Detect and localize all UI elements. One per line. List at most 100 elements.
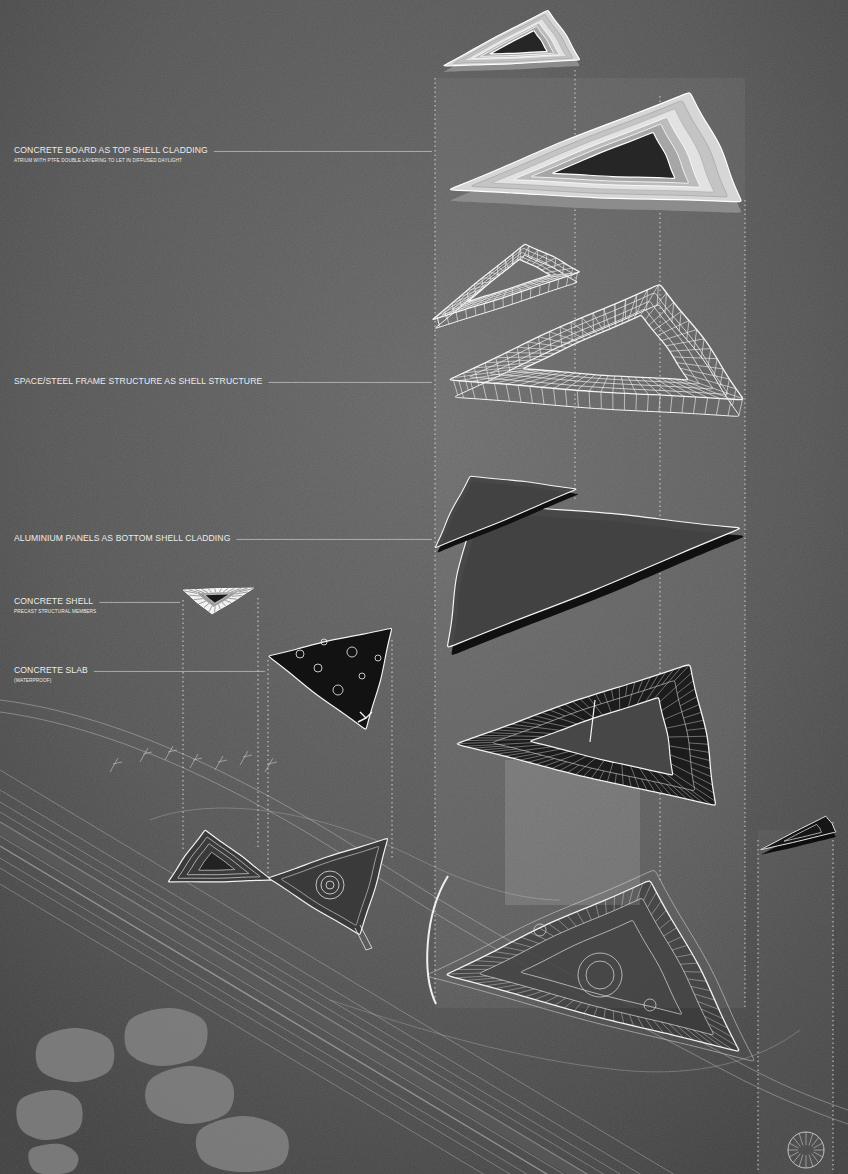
core-wall: [590, 700, 595, 742]
room-wall: [488, 749, 517, 752]
slab-opening: [359, 673, 365, 679]
precast-member: [204, 604, 209, 608]
room-wall: [672, 773, 694, 788]
frame-member: [680, 368, 729, 379]
frame-member: [467, 285, 487, 290]
frame-member: [601, 376, 608, 392]
plan-core: [199, 852, 235, 870]
room-wall: [632, 682, 635, 694]
room-wall: [480, 735, 511, 737]
frame-member: [659, 395, 660, 412]
room-wall: [583, 768, 591, 776]
room-wall: [575, 767, 585, 775]
slab-opening: [296, 650, 304, 658]
neighbour-building: [16, 1090, 82, 1140]
room-wall: [644, 677, 651, 690]
room-wall: [561, 754, 579, 761]
frame-member: [490, 272, 500, 275]
frame-member: [474, 284, 475, 294]
leader-lines: [94, 151, 432, 671]
frame-member: [554, 388, 556, 405]
frame-member: [493, 301, 495, 310]
room-wall: [536, 749, 561, 754]
precast-member: [235, 592, 248, 594]
frame-ring: [443, 249, 572, 315]
slab-stair: [358, 712, 372, 722]
frame-member: [634, 290, 647, 319]
callout-label: ALUMINIUM PANELS AS BOTTOM SHELL CLADDIN…: [14, 534, 230, 544]
frame-member: [563, 263, 565, 273]
frame-member: [471, 370, 536, 382]
frame-member: [661, 378, 696, 397]
frame-ring: [470, 293, 727, 394]
frame-member: [506, 371, 555, 384]
precast-member: [219, 589, 221, 593]
aluminium-panel-layer: [436, 476, 744, 655]
frame-member: [649, 302, 674, 325]
room-wall: [704, 1016, 727, 1028]
frame-member: [518, 385, 521, 402]
precast-member: [209, 606, 212, 612]
room-wall: [598, 760, 605, 769]
cladding-ring: [450, 93, 741, 202]
frame-member: [635, 394, 637, 411]
room-wall: [657, 772, 672, 786]
aluminium-panel: [436, 476, 576, 547]
frame-member: [538, 337, 540, 356]
shell-ring: [197, 592, 239, 607]
frame-member: [593, 313, 604, 331]
frame-member: [530, 372, 568, 386]
room-wall: [679, 689, 695, 700]
room-wall: [661, 700, 678, 711]
precast-member: [194, 598, 203, 600]
frame-member: [615, 304, 616, 326]
frame-member: [604, 309, 610, 329]
frame-member: [682, 396, 684, 413]
frame-member: [565, 389, 567, 406]
frame-member: [475, 306, 476, 315]
room-wall: [690, 749, 710, 752]
frame-member: [520, 248, 521, 259]
leader-line: [94, 671, 265, 672]
frame-member: [482, 278, 484, 288]
frame-member: [445, 296, 475, 310]
precast-member: [189, 590, 200, 593]
frame-member: [673, 357, 717, 359]
top-shell-cladding: [450, 93, 741, 213]
room-wall: [671, 764, 692, 775]
frame-member: [701, 339, 704, 357]
street-lamp: [113, 762, 122, 764]
room-wall: [629, 776, 631, 787]
neighbour-building: [196, 1116, 289, 1172]
concrete-slab: [269, 628, 392, 729]
frame-member: [600, 392, 601, 409]
frame-member: [506, 352, 509, 370]
room-wall: [666, 724, 685, 728]
room-wall: [519, 721, 541, 725]
room-wall: [523, 732, 552, 734]
precast-member: [214, 606, 216, 612]
projection-column: [435, 78, 745, 1008]
room-wall: [687, 728, 706, 730]
frame-member: [537, 258, 556, 267]
room-wall: [645, 1018, 653, 1030]
slab-opening: [321, 639, 327, 645]
precast-member: [199, 601, 206, 604]
precast-member: [195, 590, 203, 593]
frame-member: [589, 391, 591, 408]
room-wall: [583, 710, 594, 718]
street-lamp: [268, 762, 277, 764]
slab-opening: [333, 685, 343, 695]
frame-member: [662, 330, 697, 341]
frame-member: [489, 272, 491, 282]
frame-member: [471, 382, 475, 399]
room-wall: [607, 772, 610, 782]
frame-ring: [433, 244, 579, 319]
frame-ring: [450, 285, 742, 400]
frame-member: [539, 285, 541, 295]
room-wall: [668, 736, 688, 737]
room-wall: [701, 1009, 723, 1019]
leader-line: [214, 151, 432, 152]
frame-member: [445, 310, 447, 319]
frame-member: [541, 263, 564, 270]
